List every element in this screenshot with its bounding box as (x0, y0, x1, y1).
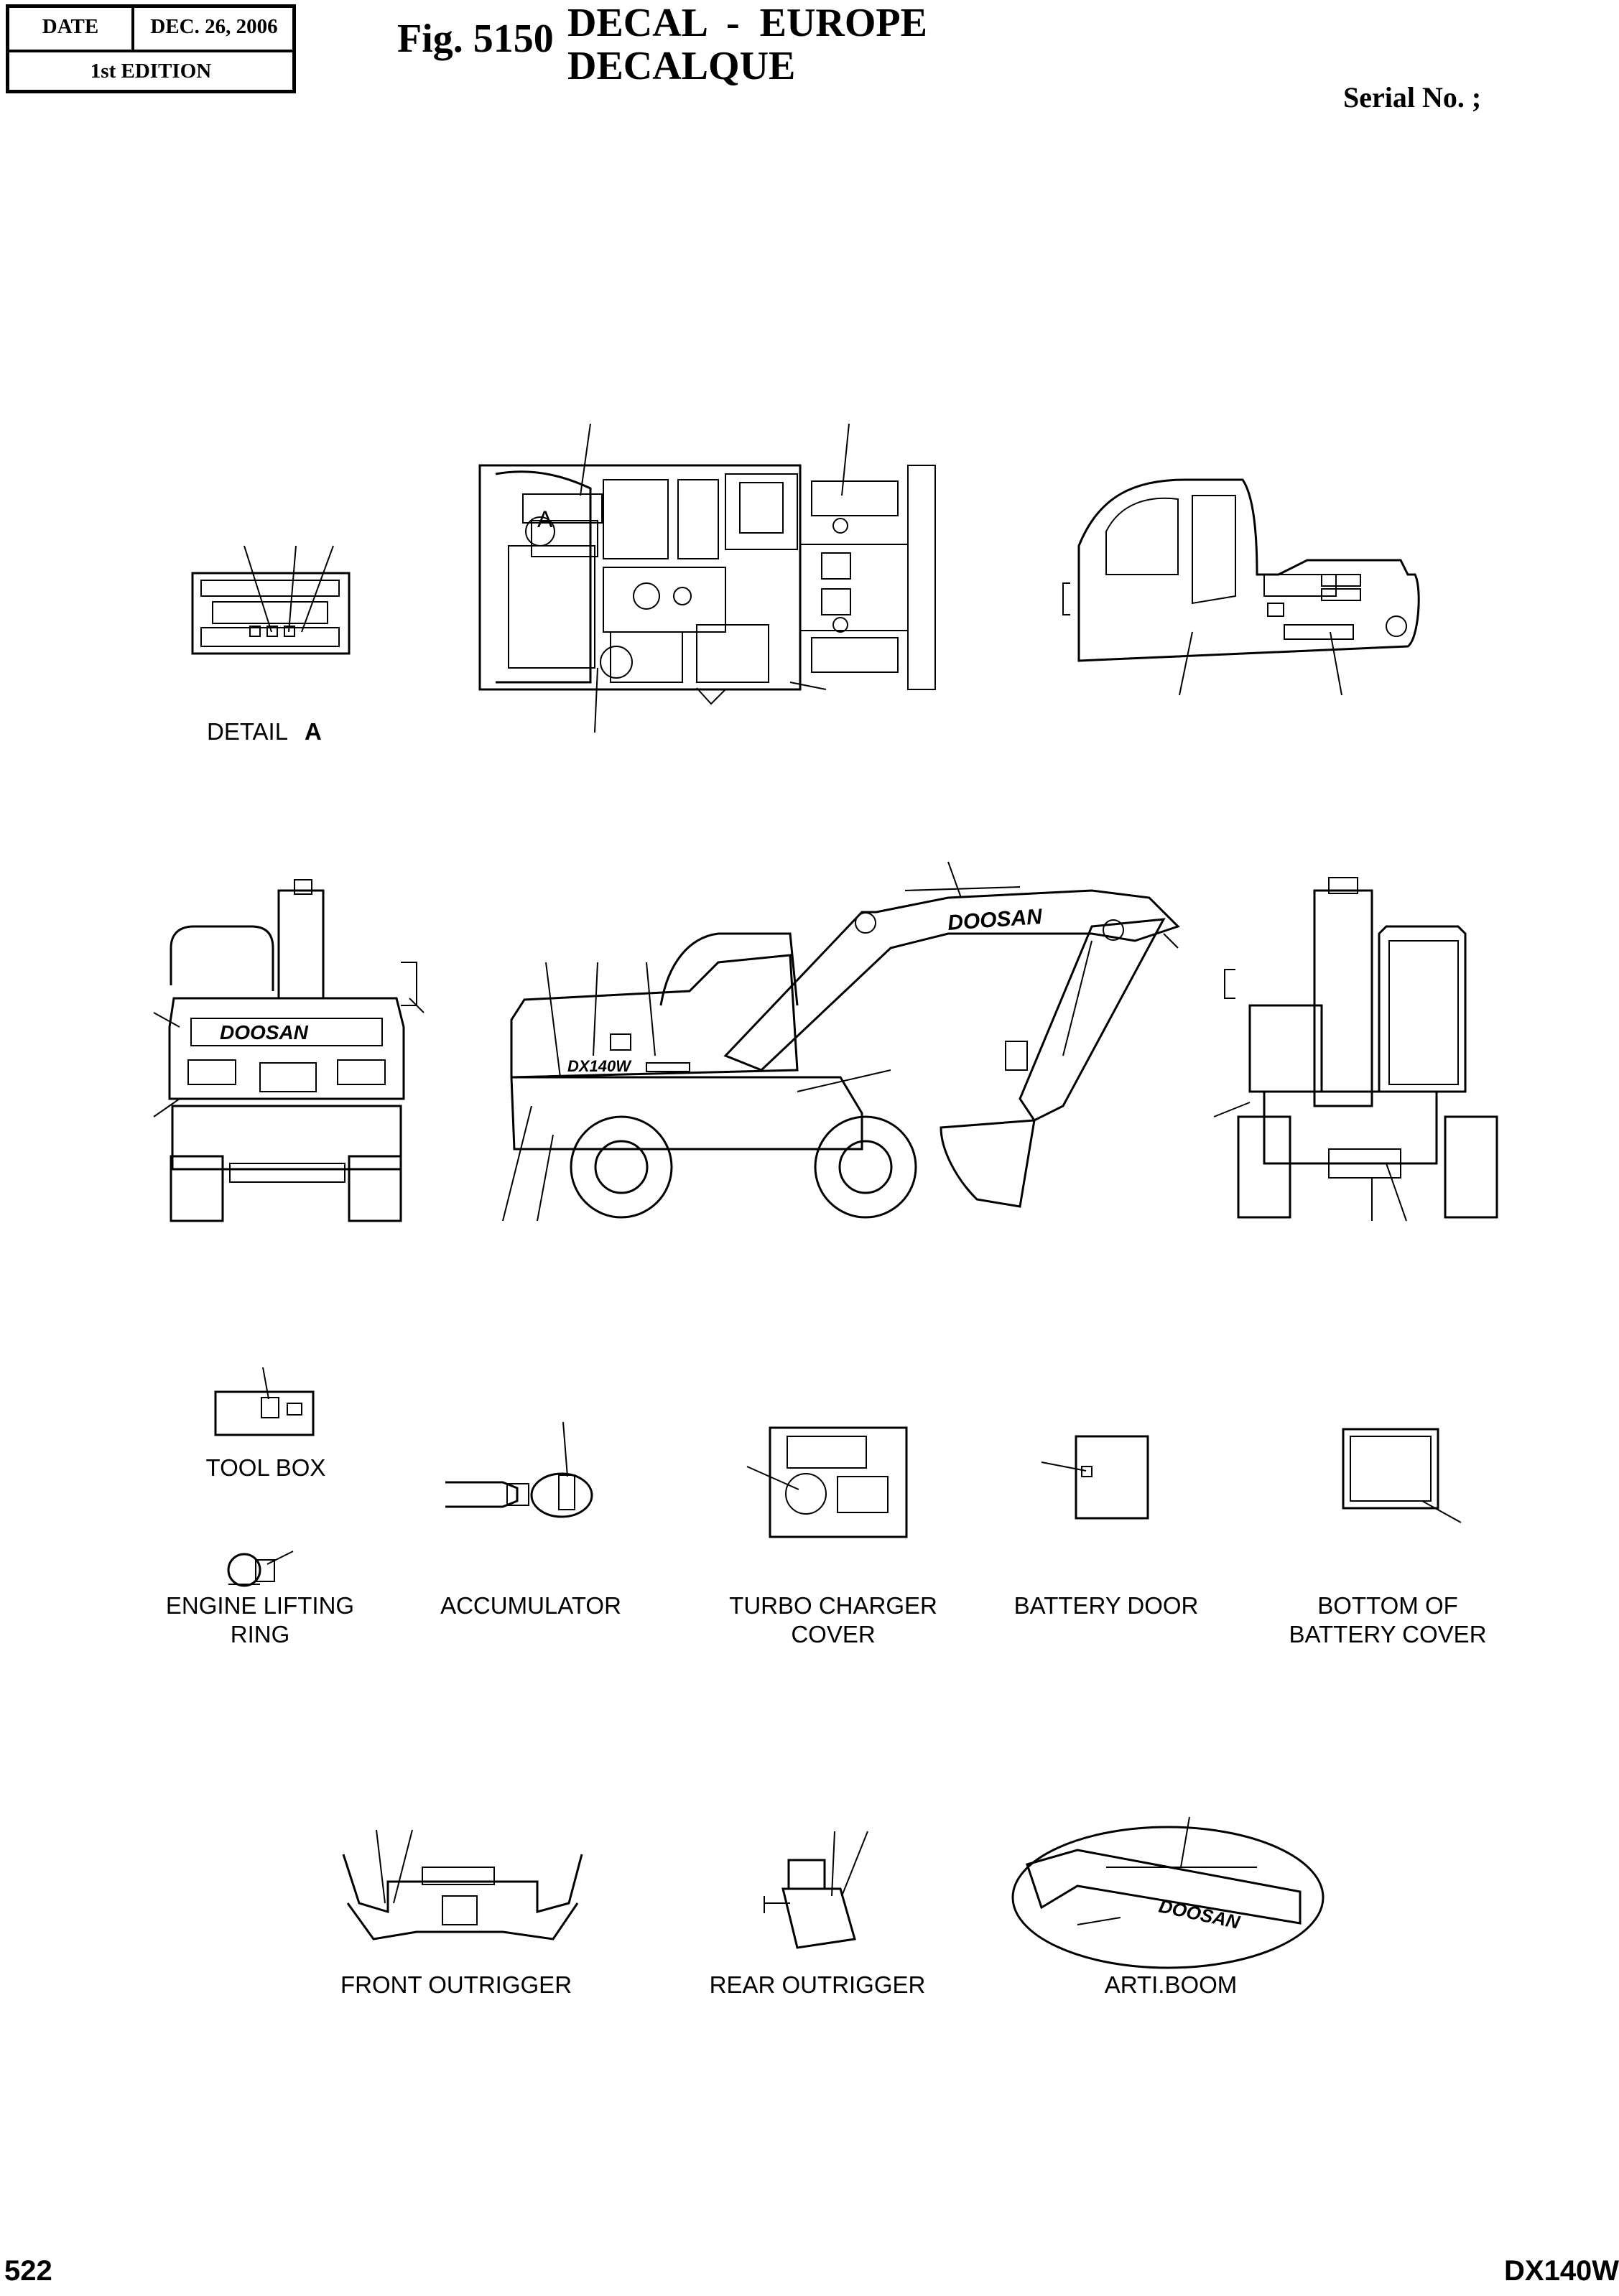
detail-a-letter: A (305, 718, 322, 745)
caption-engine-lifting-ring-1: ENGINE LIFTING (165, 1592, 355, 1619)
battery-door-drawing (1041, 1435, 1149, 1520)
front-outrigger-drawing (342, 1829, 583, 1941)
caption-turbo-charger-cover-2: COVER (791, 1621, 876, 1647)
caption-bottom-of-battery-cover-2: BATTERY COVER (1289, 1621, 1487, 1647)
date-row (9, 8, 292, 52)
caption-bottom-of-battery-cover-1: BOTTOM OF (1317, 1592, 1458, 1619)
date-value: DEC. 26, 2006 (150, 15, 278, 38)
arti-boom-brand-decal: DOOSAN (1157, 1895, 1243, 1933)
caption-tool-box: TOOL BOX (205, 1454, 326, 1481)
front-view (1213, 877, 1498, 1222)
side-view (1062, 478, 1420, 696)
side-model-decal: DX140W (567, 1057, 632, 1075)
figure-title: DECAL - EUROPE (567, 1, 927, 45)
caption-engine-lifting-ring-2: RING (230, 1621, 290, 1647)
caption-turbo-charger-cover-1: TURBO CHARGER (729, 1592, 937, 1619)
rear-brand-decal: DOOSAN (220, 1021, 309, 1044)
caption-front-outrigger: FRONT OUTRIGGER (340, 1971, 572, 1998)
main-side-view (502, 861, 1180, 1222)
rear-outrigger-drawing (764, 1831, 868, 1949)
caption-rear-outrigger: REAR OUTRIGGER (709, 1971, 926, 1998)
figure-subtitle: DECALQUE (567, 44, 796, 88)
detail-a-prefix: DETAIL (207, 718, 288, 745)
boom-brand-decal: DOOSAN (947, 905, 1044, 935)
detail-a-panel (191, 545, 351, 655)
page-number: 522 (4, 2255, 52, 2287)
accumulator-drawing (445, 1421, 593, 1518)
caption-arti-boom: ARTI.BOOM (1104, 1971, 1238, 1998)
battery-cover-drawing (1342, 1428, 1462, 1523)
figure-number: Fig. 5150 (397, 17, 554, 61)
top-view (478, 423, 936, 733)
arti-boom-drawing (1011, 1816, 1325, 1969)
turbo-charger-cover-drawing (746, 1426, 908, 1538)
edition-label: 1st EDITION (90, 60, 212, 83)
callout-letter-a: A (537, 506, 553, 532)
tool-box-drawing (214, 1367, 315, 1436)
caption-accumulator: ACCUMULATOR (440, 1592, 621, 1619)
date-divider (131, 8, 134, 50)
date-label: DATE (42, 15, 99, 38)
rear-view (153, 879, 425, 1222)
serial-number-label: Serial No. ; (1343, 81, 1482, 113)
edition-box: DATE DEC. 26, 2006 1st EDITION (6, 4, 296, 93)
model-code: DX140W (1504, 2255, 1619, 2287)
engine-lifting-ring-drawing (227, 1551, 294, 1587)
caption-battery-door: BATTERY DOOR (1013, 1592, 1199, 1619)
